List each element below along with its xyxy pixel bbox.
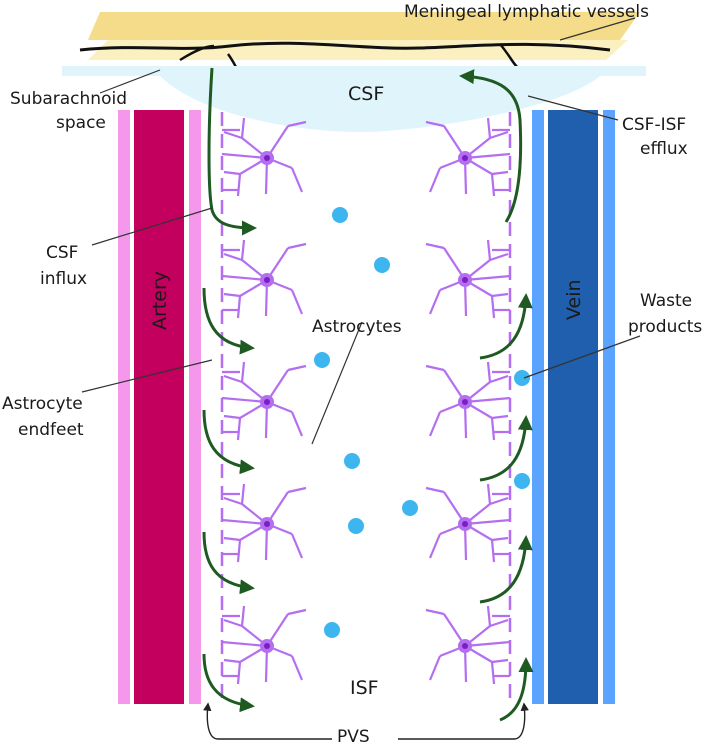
- flow-arrow-icon: [202, 409, 255, 475]
- subarachnoid-space: [62, 66, 646, 132]
- waste-particle-icon: [402, 500, 418, 516]
- astrocyte-cell-icon: [220, 604, 308, 686]
- csf-isf-efflux-label-line2: efflux: [640, 139, 688, 159]
- csf-influx-arrows: [202, 67, 257, 713]
- leader-lines: [81, 17, 641, 445]
- flow-arrow-icon: [202, 653, 255, 713]
- csf-influx-label-line1: CSF: [46, 243, 78, 263]
- csf-label: CSF: [348, 83, 384, 105]
- astrocyte-cell-icon: [424, 360, 512, 442]
- flow-arrow-icon: [479, 535, 533, 604]
- csf-isf-efflux-label-line1: CSF-ISF: [622, 115, 686, 135]
- waste-products-label-line1: Waste: [640, 291, 692, 311]
- meningeal-lymphatic-label: Meningeal lymphatic vessels: [404, 2, 649, 22]
- artery: Artery: [118, 110, 201, 704]
- astrocyte-cell-icon: [424, 238, 512, 320]
- artery-label: Artery: [149, 271, 171, 330]
- astrocyte-cell-icon: [424, 482, 512, 564]
- waste-particle-icon: [344, 453, 360, 469]
- waste-products: [314, 207, 530, 638]
- waste-particle-icon: [314, 352, 330, 368]
- waste-products-label-line2: products: [628, 317, 702, 337]
- csf-isf-efflux-arrows: [459, 69, 534, 722]
- astrocyte-cell-icon: [220, 482, 308, 564]
- flow-arrow-icon: [479, 293, 533, 360]
- flow-arrow-icon: [499, 657, 534, 722]
- meningeal-lymphatic-layer: [79, 12, 640, 75]
- astrocyte-endfeet-label-line2: endfeet: [18, 420, 84, 440]
- pvs-label: PVS: [337, 727, 370, 744]
- subarachnoid-label-line1: Subarachnoid: [10, 89, 127, 109]
- isf-label: ISF: [350, 677, 379, 699]
- flow-arrow-icon: [459, 69, 523, 223]
- astrocytes-right: [424, 116, 512, 686]
- csf-influx-label-line2: influx: [40, 269, 87, 289]
- astrocyte-cell-icon: [220, 360, 308, 442]
- subarachnoid-label-line2: space: [56, 113, 106, 133]
- flow-arrow-icon: [202, 531, 255, 595]
- vein: Vein: [532, 110, 615, 704]
- astrocytes-label: Astrocytes: [312, 317, 402, 337]
- flow-arrow-icon: [207, 67, 257, 236]
- vein-label: Vein: [563, 279, 585, 320]
- waste-particle-icon: [348, 518, 364, 534]
- waste-particle-icon: [514, 370, 530, 386]
- astrocyte-cell-icon: [424, 604, 512, 686]
- astrocyte-cell-icon: [220, 238, 308, 320]
- waste-particle-icon: [514, 473, 530, 489]
- pvs-indicator: [203, 702, 529, 740]
- astrocyte-endfeet-label-line1: Astrocyte: [2, 394, 83, 414]
- waste-particle-icon: [374, 257, 390, 273]
- waste-particle-icon: [332, 207, 348, 223]
- flow-arrow-icon: [479, 415, 533, 482]
- astrocytes-left: [220, 116, 308, 686]
- waste-particle-icon: [324, 622, 340, 638]
- flow-arrow-icon: [202, 287, 255, 355]
